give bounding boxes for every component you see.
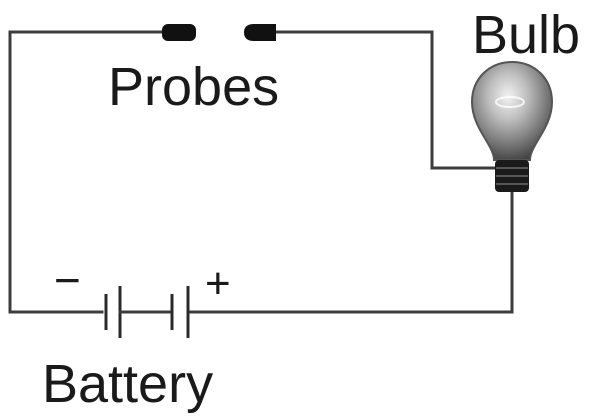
battery-label: Battery — [42, 354, 213, 414]
wire-right-probe — [272, 30, 500, 170]
bulb-icon — [470, 60, 554, 192]
wire-bulb-to-battery — [188, 190, 514, 314]
circuit-wires — [8, 30, 514, 314]
battery-symbol — [104, 286, 190, 338]
bulb-glass — [470, 60, 554, 161]
probes — [162, 24, 276, 41]
probes-label: Probes — [108, 57, 279, 117]
probe-left-tip — [162, 24, 196, 41]
bulb-filament — [495, 96, 525, 108]
battery-positive-sign: + — [205, 259, 231, 308]
wire-left-probe — [8, 30, 167, 314]
probe-right-tip — [244, 24, 276, 41]
battery-negative-sign: − — [54, 254, 81, 306]
bulb-label: Bulb — [472, 5, 580, 65]
